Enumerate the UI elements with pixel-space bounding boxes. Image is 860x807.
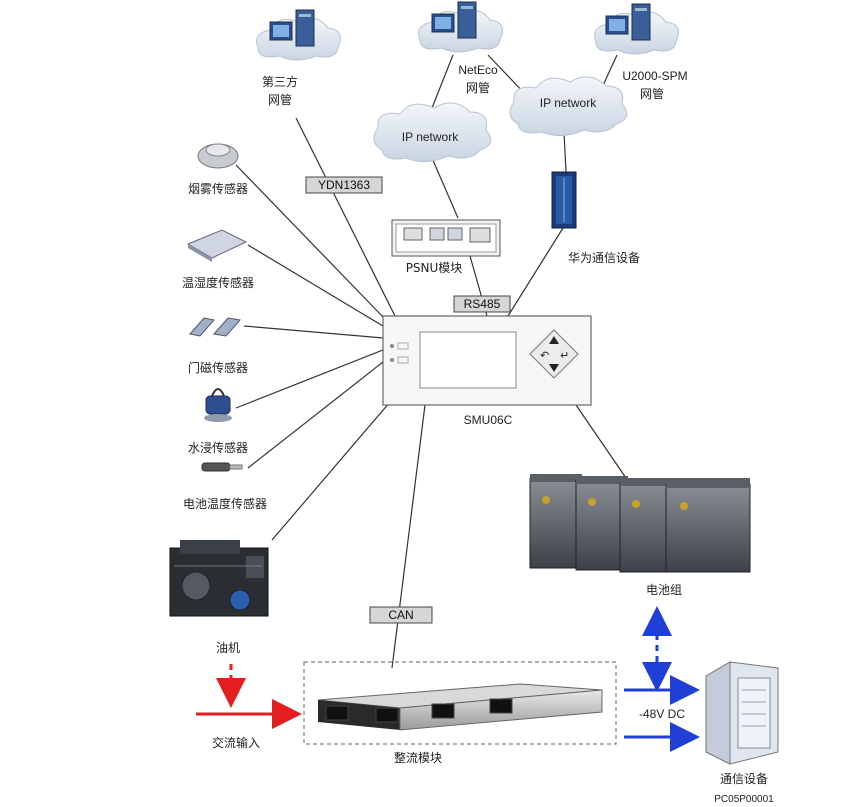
figure-id: PC05P00001 [714, 794, 774, 805]
battery-temp-sensor: 电池温度传感器 [183, 462, 267, 511]
connection-lines [235, 54, 627, 669]
door-sensor: 门磁传感器 [188, 317, 248, 375]
u2000-label: U2000-SPM [622, 69, 687, 83]
cloud-icon [509, 76, 628, 136]
link-door-smu [243, 325, 384, 339]
smu06c-controller: ↶ ↵ SMU06C [382, 315, 592, 427]
neteco-label: NetEco [458, 63, 498, 77]
back-icon: ↶ [540, 349, 549, 362]
third-party-label-line2: 网管 [268, 92, 292, 107]
temp-humidity-sensor: 温湿度传感器 [182, 229, 254, 290]
third-party-nms: 第三方 网管 [256, 9, 341, 107]
third-party-label-line1: 第三方 [262, 74, 298, 89]
link-smu-rectifier [391, 404, 426, 669]
smoke-sensor: 烟雾传感器 [188, 143, 248, 196]
rs485-tag: RS485 [453, 295, 511, 313]
navigation-keypad: ↶ ↵ [529, 329, 579, 379]
can-label: CAN [388, 608, 413, 622]
smu-label: SMU06C [464, 413, 513, 427]
lcd-screen [419, 331, 517, 389]
comm-equipment: 通信设备 [705, 661, 779, 786]
battery-temp-label: 电池温度传感器 [183, 496, 267, 511]
link-water-smu [235, 349, 384, 409]
up-arrow-icon [549, 336, 559, 344]
ydn1363-label: YDN1363 [318, 178, 370, 192]
water-sensor: 水浸传感器 [188, 388, 248, 455]
water-sensor-label: 水浸传感器 [188, 440, 248, 455]
server-icon [605, 3, 651, 41]
smoke-sensor-label: 烟雾传感器 [188, 181, 248, 196]
server-icon [269, 9, 315, 47]
water-sensor-icon [205, 395, 231, 415]
link-huawei-smu [507, 227, 564, 317]
rectifier-modules: 整流模块 [303, 661, 617, 765]
door-sensor-icon [189, 317, 215, 337]
link-ipnet-huawei [563, 131, 567, 173]
u2000-sub-label: 网管 [640, 86, 664, 101]
server-icon [431, 1, 477, 39]
huawei-comm-device: 华为通信设备 [551, 171, 640, 265]
door-sensor-label: 门磁传感器 [188, 360, 248, 375]
enter-icon: ↵ [560, 349, 569, 362]
temp-humidity-label: 温湿度传感器 [182, 275, 254, 290]
ip-network-left: IP network [373, 102, 492, 162]
link-smu-battery [575, 404, 627, 479]
generator: 油机 [169, 540, 269, 655]
dc-output-label: -48V DC [639, 707, 685, 721]
ac-input-label: 交流输入 [212, 735, 260, 750]
rs485-label: RS485 [464, 297, 501, 311]
u2000-nms: U2000-SPM 网管 [594, 3, 688, 101]
alarm-led-icon [390, 358, 394, 362]
psnu-module: PSNU模块 [391, 219, 501, 275]
battery-temp-sensor-icon [201, 462, 231, 472]
neteco-nms: NetEco 网管 [418, 1, 503, 95]
down-arrow-icon [549, 364, 559, 372]
comm-equipment-label: 通信设备 [720, 772, 768, 786]
link-thirdparty-smu [295, 117, 396, 317]
rectifier-module [317, 683, 603, 731]
battery-group: 电池组 [529, 474, 751, 597]
battery-group-label: 电池组 [646, 583, 682, 597]
psnu-label: PSNU模块 [406, 261, 463, 275]
run-led-icon [390, 344, 394, 348]
link-temphum-smu [247, 244, 384, 327]
huawei-comm-label: 华为通信设备 [568, 251, 640, 265]
link-battemp-smu [247, 361, 384, 469]
ip-network-right: IP network [509, 76, 628, 136]
neteco-sub-label: 网管 [466, 80, 490, 95]
link-ipnet-psnu [431, 157, 459, 219]
can-tag: CAN [369, 606, 433, 624]
temp-humidity-sensor-icon [186, 229, 248, 259]
ip-network-left-label: IP network [402, 130, 459, 144]
battery-icon [529, 474, 751, 573]
ip-network-right-label: IP network [540, 96, 597, 110]
ydn1363-tag: YDN1363 [305, 176, 383, 194]
cloud-icon [373, 102, 492, 162]
link-generator-smu [271, 401, 391, 541]
link-smoke-smu [235, 164, 385, 319]
rectifier-label: 整流模块 [394, 750, 442, 765]
generator-label: 油机 [216, 641, 240, 655]
